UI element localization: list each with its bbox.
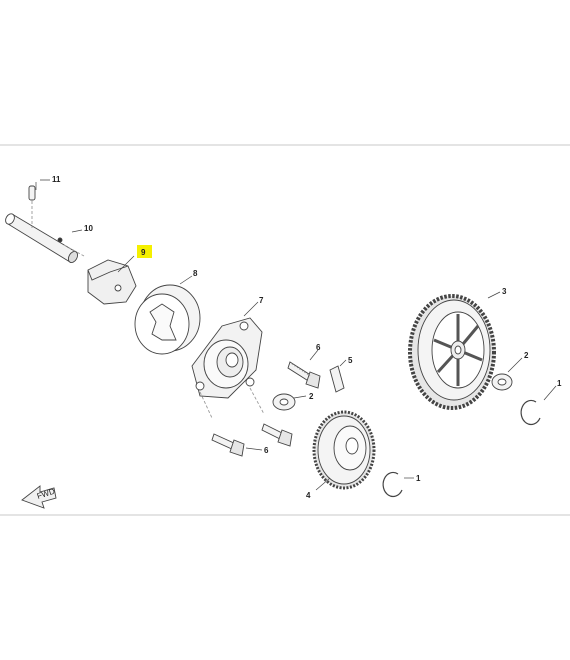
pump-gear-part-4[interactable] xyxy=(312,410,376,490)
leader-10 xyxy=(71,229,83,233)
leader-8 xyxy=(179,275,193,285)
leader-7 xyxy=(243,301,259,317)
leader-11 xyxy=(35,179,50,190)
leader-9 xyxy=(117,255,135,273)
dowel-pin-part-5[interactable] xyxy=(329,365,345,393)
callout-7[interactable]: 7 xyxy=(259,296,264,305)
callout-5[interactable]: 5 xyxy=(348,356,353,365)
circlip-part-1-lower[interactable] xyxy=(382,471,403,498)
callout-10[interactable]: 10 xyxy=(84,224,93,233)
bolt-part-6-lower-b[interactable] xyxy=(261,423,293,447)
pump-body-part-7[interactable] xyxy=(191,317,265,419)
leader-1b xyxy=(543,385,557,401)
large-gear-part-3[interactable] xyxy=(408,294,496,410)
callout-9[interactable]: 9 xyxy=(141,248,146,257)
shaft-part-10[interactable] xyxy=(4,212,85,264)
outer-rotor-part-8[interactable] xyxy=(134,284,201,355)
callout-8[interactable]: 8 xyxy=(193,269,198,278)
callout-11[interactable]: 11 xyxy=(52,175,61,184)
washer-part-2-left[interactable] xyxy=(272,393,296,411)
leader-2b xyxy=(507,357,523,373)
bolt-part-6-upper[interactable] xyxy=(287,361,321,389)
circlip-part-1-right[interactable] xyxy=(520,399,541,426)
callout-6a[interactable]: 6 xyxy=(316,343,321,352)
callout-2b[interactable]: 2 xyxy=(524,351,529,360)
leader-3 xyxy=(487,291,501,299)
callout-6b[interactable]: 6 xyxy=(264,446,269,455)
leader-2a xyxy=(293,395,307,399)
forward-arrow-icon: FWD xyxy=(21,485,57,509)
callout-9-highlight xyxy=(137,245,152,258)
inner-rotor-part-9[interactable] xyxy=(87,259,137,305)
callout-4[interactable]: 4 xyxy=(306,491,311,500)
callout-3[interactable]: 3 xyxy=(502,287,507,296)
leader-6a xyxy=(309,349,319,361)
leader-6b xyxy=(245,447,263,451)
pin-part-11[interactable] xyxy=(28,185,36,228)
washer-part-2-right[interactable] xyxy=(491,373,513,391)
callout-2a[interactable]: 2 xyxy=(309,392,314,401)
leader-4 xyxy=(315,477,331,491)
callout-1b[interactable]: 1 xyxy=(557,379,562,388)
leader-5 xyxy=(339,359,347,367)
callout-1a[interactable]: 1 xyxy=(416,474,421,483)
bolt-part-6-lower-a[interactable] xyxy=(211,433,245,457)
